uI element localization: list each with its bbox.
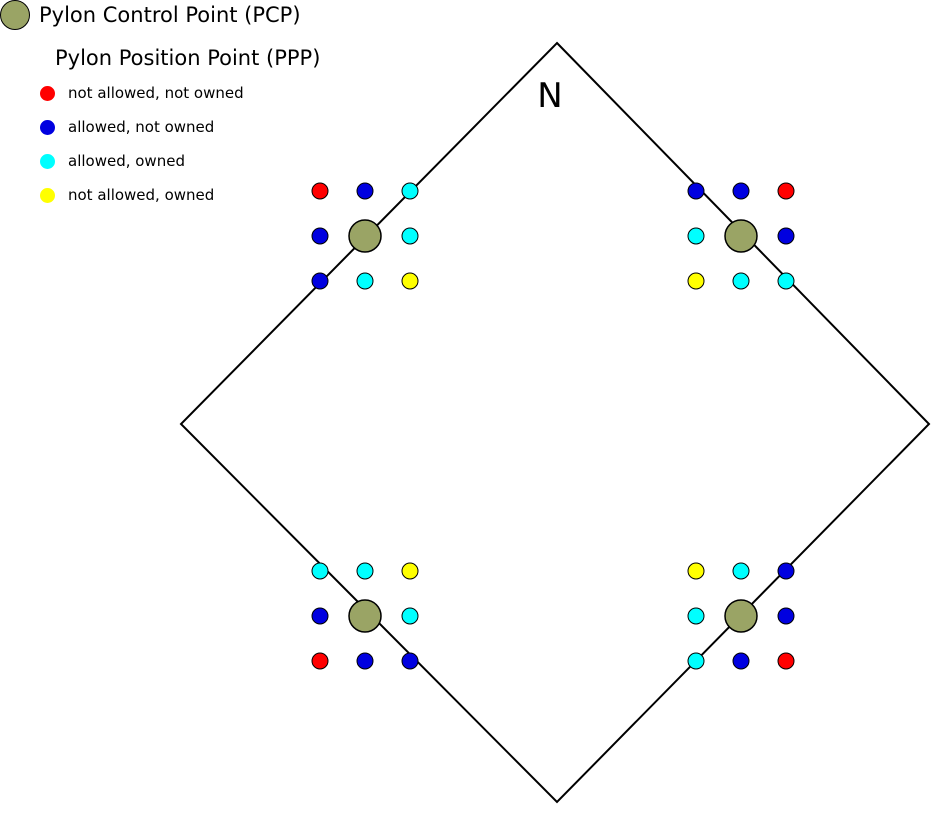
pcp-circle: [724, 219, 758, 253]
legend-item-label: not allowed, owned: [68, 186, 215, 204]
pcp-circle: [348, 599, 382, 633]
blue-dot-icon: [40, 119, 55, 135]
yellow-dot-icon: [40, 187, 55, 203]
legend-pcp-label: Pylon Control Point (PCP): [39, 3, 301, 27]
north-label: N: [537, 76, 562, 116]
ppp-dot-blue: [777, 562, 795, 580]
pylon-cluster-northeast: [687, 182, 795, 290]
ppp-dot-blue: [311, 607, 329, 625]
ppp-dot-blue: [311, 227, 329, 245]
ppp-dot-cyan: [687, 607, 705, 625]
ppp-dot-blue: [356, 182, 374, 200]
ppp-dot-cyan: [356, 272, 374, 290]
ppp-dot-cyan: [311, 562, 329, 580]
ppp-dot-red: [777, 182, 795, 200]
ppp-dot-cyan: [732, 272, 750, 290]
cyan-dot-icon: [40, 153, 55, 169]
ppp-dot-blue: [356, 652, 374, 670]
pylon-cluster-southeast: [687, 562, 795, 670]
legend-item-label: not allowed, not owned: [68, 84, 244, 102]
ppp-dot-cyan: [356, 562, 374, 580]
ppp-dot-red: [311, 652, 329, 670]
legend-ppp-title: Pylon Position Point (PPP): [55, 46, 321, 70]
pcp-circle-icon: [0, 0, 30, 30]
ppp-dot-blue: [687, 182, 705, 200]
legend-pcp-row: Pylon Control Point (PCP): [0, 0, 320, 30]
legend-item-label: allowed, not owned: [68, 118, 215, 136]
ppp-dot-yellow: [687, 272, 705, 290]
ppp-dot-blue: [311, 272, 329, 290]
pcp-circle: [724, 599, 758, 633]
ppp-dot-cyan: [732, 562, 750, 580]
ppp-dot-cyan: [401, 182, 419, 200]
ppp-dot-yellow: [401, 562, 419, 580]
ppp-dot-blue: [777, 607, 795, 625]
ppp-dot-yellow: [401, 272, 419, 290]
ppp-dot-cyan: [401, 227, 419, 245]
ppp-dot-blue: [732, 182, 750, 200]
pcp-circle: [348, 219, 382, 253]
ppp-dot-cyan: [687, 652, 705, 670]
legend-item-yellow: not allowed, owned: [40, 186, 320, 204]
legend-item-label: allowed, owned: [68, 152, 185, 170]
pylon-cluster-southwest: [311, 562, 419, 670]
course-outline: [179, 41, 931, 804]
legend-items: not allowed, not owned allowed, not owned…: [0, 84, 320, 204]
ppp-dot-red: [311, 182, 329, 200]
legend-item-blue: allowed, not owned: [40, 118, 320, 136]
ppp-dot-blue: [401, 652, 419, 670]
ppp-dot-blue: [777, 227, 795, 245]
legend: Pylon Control Point (PCP) Pylon Position…: [0, 0, 320, 220]
ppp-dot-yellow: [687, 562, 705, 580]
ppp-dot-blue: [732, 652, 750, 670]
pylon-cluster-northwest: [311, 182, 419, 290]
ppp-dot-cyan: [401, 607, 419, 625]
legend-item-red: not allowed, not owned: [40, 84, 320, 102]
pylon-clusters: [311, 182, 795, 670]
ppp-dot-red: [777, 652, 795, 670]
red-dot-icon: [40, 85, 55, 101]
ppp-dot-cyan: [687, 227, 705, 245]
ppp-dot-cyan: [777, 272, 795, 290]
legend-item-cyan: allowed, owned: [40, 152, 320, 170]
